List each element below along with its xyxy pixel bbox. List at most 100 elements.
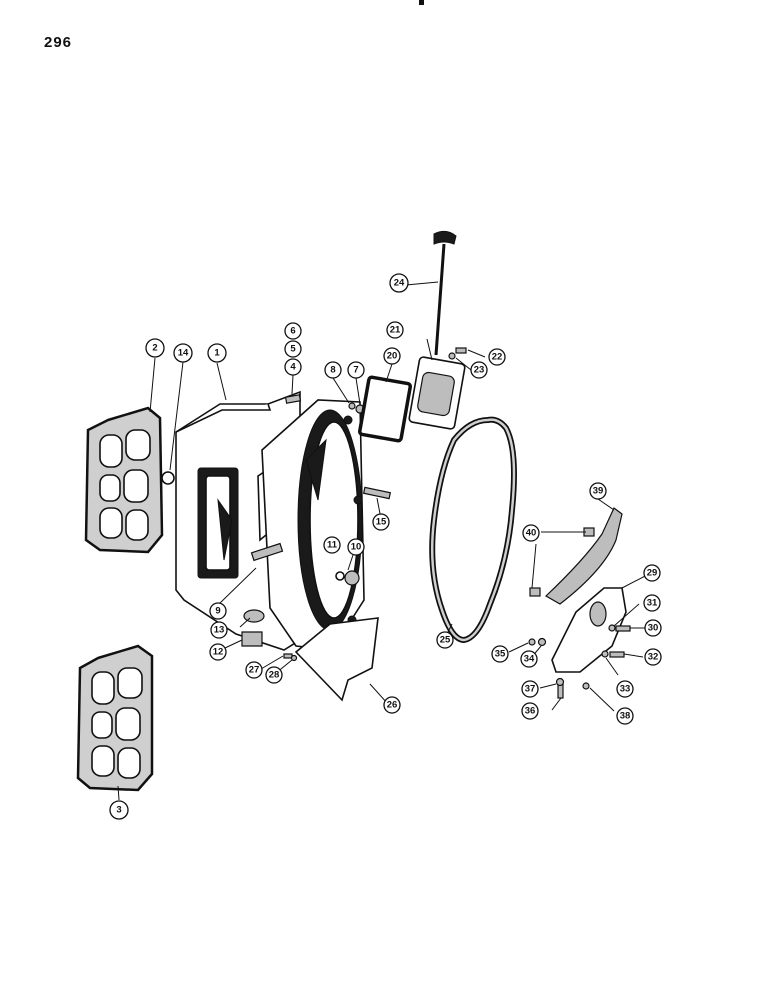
callout-15: 15: [372, 513, 390, 531]
callout-25: 25: [436, 631, 454, 649]
svg-text:14: 14: [178, 348, 189, 359]
spacer-lower: [529, 587, 541, 597]
callout-38: 38: [616, 707, 634, 725]
stud: [250, 542, 284, 562]
washer-37: [555, 677, 565, 687]
top-edge-mark: [419, 0, 424, 5]
svg-text:27: 27: [249, 665, 260, 676]
callout-26: 26: [383, 696, 401, 714]
cover-gasket-lower: [76, 644, 154, 792]
callout-24: 24: [389, 273, 409, 293]
svg-text:33: 33: [620, 684, 631, 695]
callout-40: 40: [522, 524, 540, 542]
svg-text:2: 2: [152, 343, 157, 354]
cover-plate-gasket: [358, 375, 412, 443]
svg-text:40: 40: [526, 528, 537, 539]
callout-27: 27: [245, 661, 263, 679]
svg-text:12: 12: [213, 647, 224, 658]
svg-text:23: 23: [474, 365, 485, 376]
callout-20: 20: [383, 347, 401, 365]
plug: [161, 471, 175, 485]
svg-text:34: 34: [524, 654, 535, 665]
callouts: 1 2 3 4 5 6 7 8 9 10 11 12: [109, 273, 662, 820]
bolt-32: [609, 651, 625, 658]
washer-34: [537, 637, 547, 647]
callout-32: 32: [644, 648, 662, 666]
svg-text:25: 25: [440, 635, 451, 646]
svg-text:9: 9: [215, 606, 220, 617]
svg-text:1: 1: [214, 348, 220, 359]
bolt-30: [615, 625, 631, 632]
callout-39: 39: [589, 482, 607, 500]
svg-text:3: 3: [116, 805, 121, 816]
svg-text:38: 38: [620, 711, 631, 722]
drain-plug: [241, 631, 263, 647]
svg-text:6: 6: [290, 326, 295, 337]
cover-gasket-upper: [84, 406, 164, 554]
callout-5: 5: [284, 340, 302, 358]
svg-text:15: 15: [376, 517, 387, 528]
callout-28: 28: [265, 666, 283, 684]
svg-text:5: 5: [290, 344, 296, 355]
svg-text:37: 37: [525, 684, 536, 695]
svg-text:21: 21: [390, 325, 401, 336]
svg-text:13: 13: [214, 625, 225, 636]
callout-7: 7: [347, 361, 365, 379]
svg-text:4: 4: [290, 362, 296, 373]
callout-34: 34: [520, 650, 538, 668]
callout-6: 6: [284, 322, 302, 340]
svg-text:30: 30: [648, 623, 659, 634]
callout-37: 37: [521, 680, 539, 698]
screw-27: [283, 653, 293, 659]
washer-23: [448, 352, 456, 360]
callout-13: 13: [210, 621, 228, 639]
nut-35: [528, 638, 536, 646]
seal-10: [344, 570, 360, 586]
svg-text:8: 8: [330, 365, 335, 376]
callout-33: 33: [616, 680, 634, 698]
svg-text:22: 22: [492, 352, 503, 363]
svg-text:26: 26: [387, 700, 398, 711]
svg-text:24: 24: [394, 278, 405, 289]
inspection-cover-plate: [294, 617, 379, 702]
callout-8: 8: [324, 361, 342, 379]
svg-text:32: 32: [648, 652, 659, 663]
washer-33: [601, 650, 609, 658]
bolt-22: [455, 347, 467, 354]
callout-3: 3: [109, 800, 129, 820]
callout-21: 21: [386, 321, 404, 339]
callout-35: 35: [491, 645, 509, 663]
callout-23: 23: [470, 361, 488, 379]
bracket: [545, 507, 623, 605]
svg-text:36: 36: [525, 706, 536, 717]
callout-22: 22: [488, 348, 506, 366]
callout-1: 1: [207, 343, 227, 363]
svg-text:10: 10: [351, 542, 362, 553]
page-number: 296: [44, 34, 73, 51]
nut-8: [348, 402, 356, 410]
bolt-36: [557, 683, 564, 699]
callout-36: 36: [521, 702, 539, 720]
svg-text:29: 29: [647, 568, 658, 579]
callout-29: 29: [643, 564, 661, 582]
bell-housing: [261, 399, 365, 651]
svg-text:11: 11: [327, 540, 338, 551]
svg-text:20: 20: [387, 351, 398, 362]
callout-12: 12: [209, 643, 227, 661]
svg-text:7: 7: [353, 365, 358, 376]
callout-10: 10: [347, 538, 365, 556]
callout-31: 31: [643, 594, 661, 612]
callout-9: 9: [209, 602, 227, 620]
bell-gasket: [429, 416, 517, 644]
seal-11: [335, 571, 345, 581]
washer-31: [608, 624, 616, 632]
top-screw: [284, 394, 302, 404]
callout-14: 14: [173, 343, 193, 363]
bolt: [362, 486, 392, 500]
svg-text:31: 31: [647, 598, 658, 609]
callout-2: 2: [145, 338, 165, 358]
filler-cover: [408, 356, 466, 430]
svg-text:35: 35: [495, 649, 506, 660]
